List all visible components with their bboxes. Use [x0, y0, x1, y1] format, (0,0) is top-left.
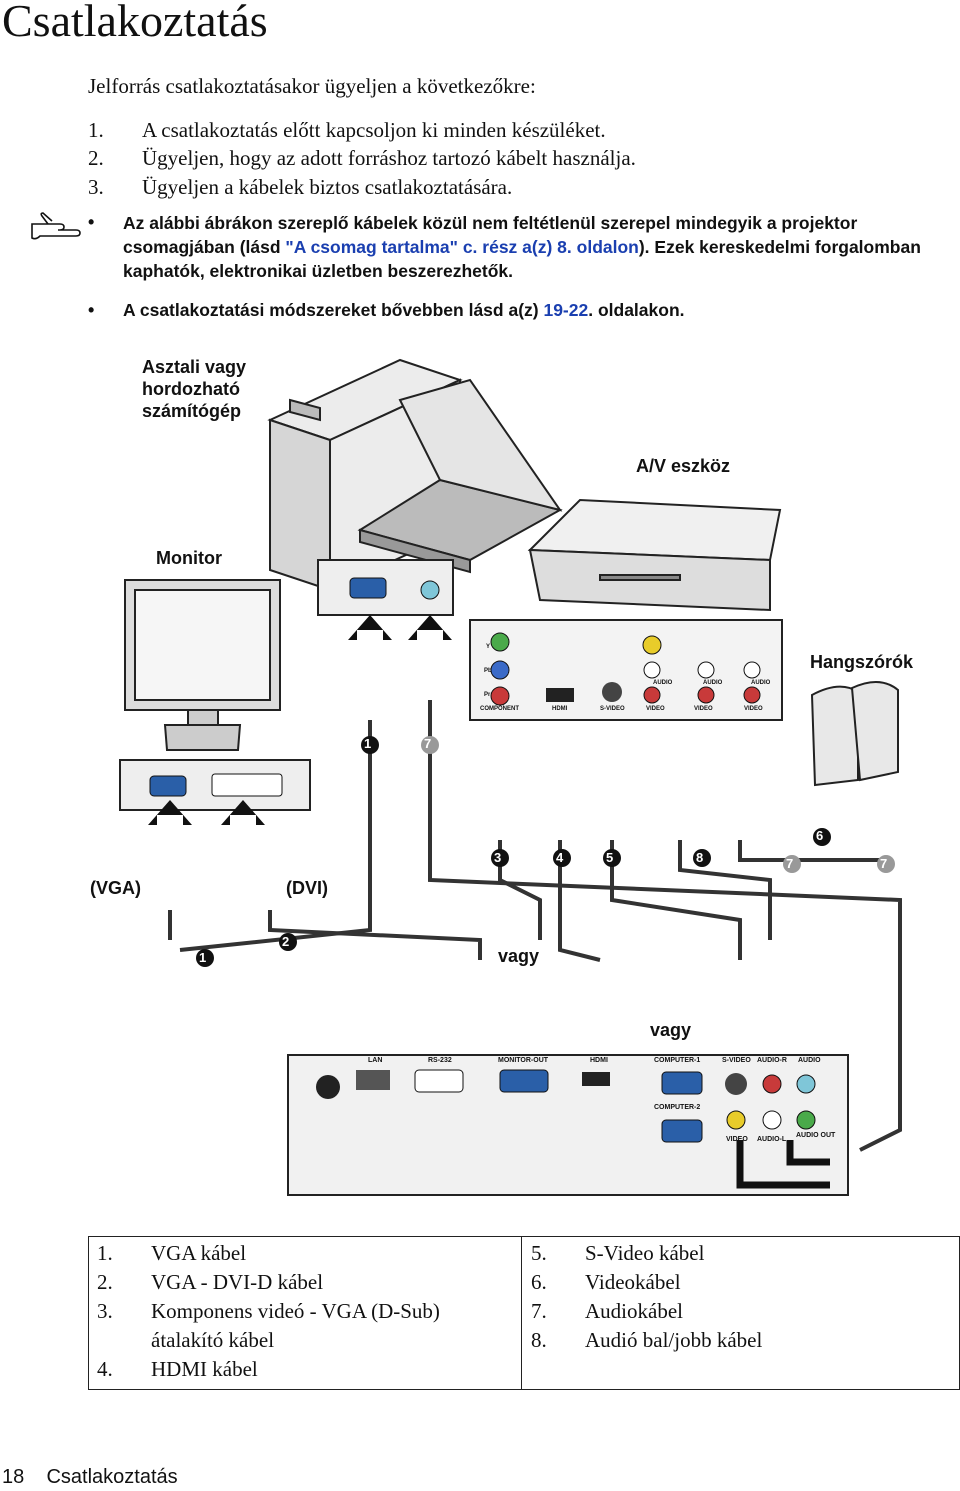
badge-7c: 7 [880, 856, 888, 871]
legend-item: 1.VGA kábel [97, 1241, 247, 1265]
dvi-label: (DVI) [286, 878, 328, 898]
speakers-label: Hangszórók [810, 652, 914, 672]
av-port-pr: Pr [484, 692, 491, 698]
proj-port-video: VIDEO [726, 1136, 748, 1143]
av-port-panel [469, 619, 783, 721]
av-port-audio-2: AUDIO [703, 680, 723, 686]
step-2: 2.Ügyeljen, hogy az adott forráshoz tart… [88, 146, 636, 170]
intro-text: Jelforrás csatlakoztatásakor ügyeljen a … [88, 74, 536, 98]
av-port-component: COMPONENT [480, 706, 519, 712]
badge-7: 7 [424, 736, 432, 751]
link-package-contents[interactable]: "A csomag tartalma" c. rész [285, 237, 518, 257]
proj-port-hdmi: HDMI [590, 1057, 608, 1064]
bullet-1: • [88, 212, 95, 232]
cable-legend: 1.VGA kábel 2.VGA - DVI-D kábel 3.Kompon… [88, 1236, 960, 1390]
pointing-hand-icon [31, 212, 81, 240]
cable-number-badges [196, 736, 895, 967]
connection-diagram [119, 358, 902, 1196]
legend-item: 7.Audiokábel [531, 1299, 683, 1323]
av-port-pb: Pb [484, 668, 492, 674]
or-label-2: vagy [650, 1020, 692, 1040]
proj-port-lan: LAN [368, 1057, 383, 1064]
footer-section: Csatlakoztatás [46, 1466, 178, 1488]
av-port-audio-1: AUDIO [653, 680, 673, 686]
proj-port-computer-2: COMPUTER-2 [654, 1104, 701, 1111]
proj-port-audio: AUDIO [798, 1057, 821, 1064]
note-2: A csatlakoztatási módszereket bővebben l… [123, 300, 685, 320]
monitor-label: Monitor [156, 548, 222, 568]
proj-port-computer-1: COMPUTER-1 [654, 1057, 701, 1064]
page-footer: 18 Csatlakoztatás [2, 1466, 178, 1489]
page-number: 18 [2, 1466, 25, 1488]
proj-port-svideo: S-VIDEO [722, 1057, 751, 1064]
step-1: 1.A csatlakoztatás előtt kapcsoljon ki m… [88, 118, 606, 142]
av-port-video-2: VIDEO [694, 706, 713, 712]
proj-port-audio-r: AUDIO-R [757, 1057, 787, 1064]
laptop [357, 378, 563, 574]
badge-7b: 7 [786, 856, 794, 871]
badge-2: 2 [282, 934, 290, 949]
arrows [148, 615, 452, 825]
av-port-video-1: VIDEO [646, 706, 665, 712]
legend-item: átalakító kábel [151, 1328, 275, 1352]
computer-port-panel [317, 559, 454, 616]
audio-out-arrow [736, 1140, 830, 1189]
step-3: 3.Ügyeljen a kábelek biztos csatlakoztat… [88, 175, 513, 199]
proj-port-audio-l: AUDIO-L [757, 1136, 787, 1143]
badge-6: 6 [816, 828, 824, 843]
link-pages[interactable]: 19-22 [543, 300, 589, 320]
vga-label: (VGA) [90, 878, 141, 898]
speakers [810, 681, 899, 787]
note-1: Az alábbi ábrákon szereplő kábelek közül… [123, 213, 921, 281]
page-title: Csatlakoztatás [2, 0, 268, 46]
computer-label: Asztali vagy hordozható számítógép [142, 357, 247, 421]
legend-item: 2.VGA - DVI-D kábel [97, 1270, 324, 1294]
proj-port-monitor-out: MONITOR-OUT [498, 1057, 549, 1064]
av-port-svideo: S-VIDEO [600, 706, 625, 712]
badge-4: 4 [556, 850, 564, 865]
projector-panel [287, 1054, 849, 1196]
badge-3: 3 [494, 850, 502, 865]
proj-port-rs232: RS-232 [428, 1057, 452, 1064]
legend-item: 4.HDMI kábel [97, 1357, 258, 1381]
monitor [124, 579, 281, 751]
legend-item: 5.S-Video kábel [531, 1241, 705, 1265]
av-port-audio-3: AUDIO [751, 680, 771, 686]
legend-item: 8.Audió bal/jobb kábel [531, 1328, 763, 1352]
badge-1b: 1 [199, 950, 207, 965]
legend-col-right: 5.S-Video kábel 6.Videokábel 7.Audiokábe… [523, 1237, 959, 1389]
av-port-y: Y [486, 644, 491, 650]
badge-5: 5 [606, 850, 614, 865]
monitor-port-panel [119, 759, 311, 811]
badge-8: 8 [696, 850, 704, 865]
bullet-2: • [88, 300, 95, 320]
av-device-label: A/V eszköz [636, 456, 731, 476]
legend-item: 3.Komponens videó - VGA (D-Sub) [97, 1299, 440, 1323]
legend-item: 6.Videokábel [531, 1270, 681, 1294]
av-port-hdmi: HDMI [552, 706, 568, 712]
or-label-1: vagy [498, 946, 540, 966]
proj-port-audio-out: AUDIO OUT [796, 1132, 836, 1139]
cables [168, 700, 902, 1152]
badge-1: 1 [364, 736, 372, 751]
av-port-video-3: VIDEO [744, 706, 763, 712]
av-device [527, 498, 782, 612]
legend-col-left: 1.VGA kábel 2.VGA - DVI-D kábel 3.Kompon… [89, 1237, 522, 1389]
